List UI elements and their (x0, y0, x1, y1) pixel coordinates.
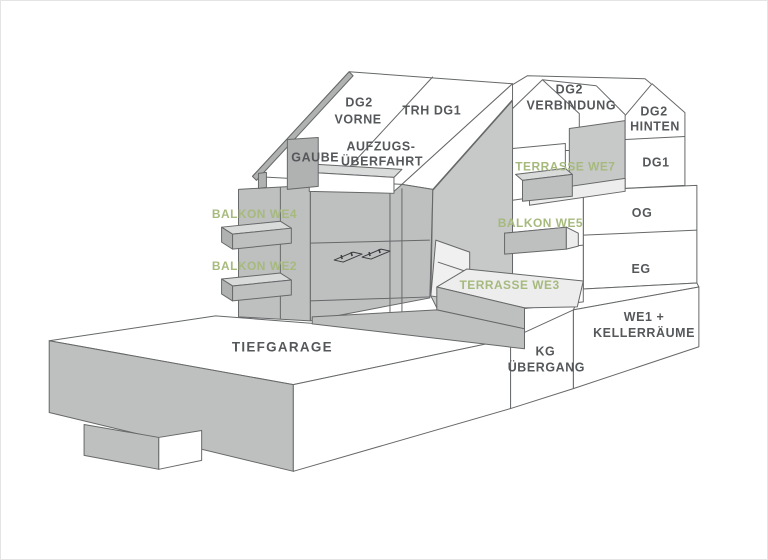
label-dg2-hinten-line1: DG2 (640, 105, 667, 119)
balkon-we5-cap (565, 226, 579, 250)
label-we1-line1: WE1 + (624, 310, 665, 324)
label-balkon-we2: BALKON WE2 (212, 259, 297, 273)
deck-edge-band (311, 309, 525, 350)
label-dg2-vorne-line2: VORNE (334, 113, 381, 127)
roof-section-divider (335, 76, 434, 182)
label-dg2-hinten-line2: HINTEN (630, 120, 680, 134)
verbindung-ridge-back (542, 79, 597, 87)
label-dg1: DG1 (642, 155, 669, 169)
label-eg: EG (631, 262, 650, 276)
skylight-symbol-ticks (340, 248, 381, 260)
left-wall-face (238, 184, 311, 322)
label-terrasse-we3: TERRASSE WE3 (459, 278, 559, 292)
back-roof-eave-line (512, 75, 652, 86)
label-dg2-verbindung-line1: DG2 (556, 83, 583, 97)
gable-dg2-hinten-dg1 (624, 83, 686, 189)
label-balkon-we5: BALKON WE5 (498, 216, 583, 230)
center-wall-base-line (310, 296, 430, 302)
label-terrasse-we7: TERRASSE WE7 (515, 159, 615, 173)
stair-ramp-step-line (437, 261, 468, 273)
label-dg2-vorne-line1: DG2 (345, 96, 372, 110)
roof-rake-edge-sliver (251, 71, 354, 181)
tiefgarage-underbox-right (158, 429, 203, 470)
gaube-box (286, 137, 319, 190)
label-balkon-we4: BALKON WE4 (212, 207, 297, 221)
label-gaube: GAUBE (291, 150, 339, 164)
terrasse-we7-parapet-front (522, 173, 573, 202)
skylight-symbol (333, 248, 391, 263)
label-tiefgarage: TIEFGARAGE (232, 340, 333, 355)
left-wall-top-step (257, 171, 267, 189)
label-trh-dg1: TRH DG1 (402, 104, 461, 118)
dg2-dg1-floor-line (625, 136, 685, 141)
label-aufzug-line2: ÜBERFAHRT (341, 153, 423, 168)
center-wall-floor-line (310, 239, 430, 244)
hinten-roof-back-edge (595, 85, 626, 115)
label-we1-line2: KELLERRÄUME (593, 325, 695, 340)
label-kg-line2: ÜBERGANG (508, 360, 585, 375)
label-dg2-verbindung-line2: VERBINDUNG (527, 99, 617, 113)
label-og: OG (632, 206, 653, 220)
balkon-we4-cap (221, 226, 234, 250)
og-eg-floor-line (583, 229, 697, 236)
balkon-we2-cap (221, 278, 234, 302)
label-aufzug-line1: AUFZUGS- (346, 139, 415, 153)
tiefgarage-right-face (292, 338, 512, 472)
label-kg-line1: KG (535, 345, 555, 359)
